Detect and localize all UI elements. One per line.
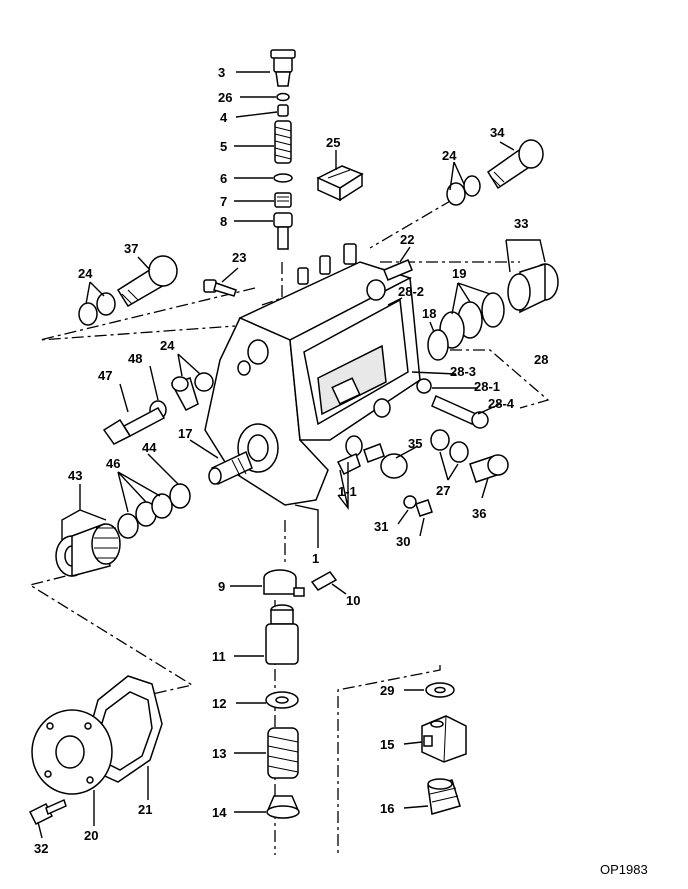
part-48-fitting (149, 372, 214, 420)
callout-10: 10 (346, 593, 360, 608)
part-36-bolt (469, 454, 509, 483)
callout-15: 15 (380, 737, 394, 752)
drawing-code: OP1983 (600, 862, 648, 877)
callout-24: 24 (78, 266, 93, 281)
callout-8: 8 (220, 214, 227, 229)
callout-30: 30 (396, 534, 410, 549)
callout-11: 11 (212, 649, 226, 664)
plunger-stack (263, 569, 338, 819)
callout-5: 5 (220, 139, 227, 154)
callout-43: 43 (68, 468, 82, 483)
part-28-4-bolt (431, 394, 489, 429)
callout-47: 47 (98, 368, 112, 383)
callout-27: 27 (436, 483, 450, 498)
callout-19: 19 (452, 266, 466, 281)
callout-36: 36 (472, 506, 486, 521)
part-43-gear (55, 522, 121, 577)
part-37-banjo (78, 255, 178, 326)
pump-housing (204, 243, 421, 506)
callout-4: 4 (220, 110, 228, 125)
part-19-washers (427, 292, 505, 361)
part-16-cup (427, 778, 461, 815)
callout-34: 34 (490, 125, 505, 140)
part-46-shims (117, 483, 191, 539)
callout-16: 16 (380, 801, 394, 816)
callout-22: 22 (400, 232, 414, 247)
part-15-block (421, 715, 467, 763)
callout-13: 13 (212, 746, 226, 761)
callout-25: 25 (326, 135, 340, 150)
leader-lines (37, 71, 546, 839)
part-23-screw (203, 279, 237, 297)
callout-44: 44 (142, 440, 157, 455)
callout-28-3: 28-3 (450, 364, 476, 379)
callout-26: 26 (218, 90, 232, 105)
part-47-bolt (102, 407, 166, 445)
callout-3: 3 (218, 65, 225, 80)
callout-28-4: 28-4 (488, 396, 515, 411)
callout-31: 31 (374, 519, 388, 534)
callout-labels: 3 26 4 5 6 7 8 25 24 34 33 37 24 23 22 2… (34, 65, 548, 856)
callout-28-2: 28-2 (398, 284, 424, 299)
callout-21: 21 (138, 802, 152, 817)
callout-48: 48 (128, 351, 142, 366)
part-32-bolt (28, 798, 67, 826)
callout-12: 12 (212, 696, 226, 711)
callout-6: 6 (220, 171, 227, 186)
callout-20: 20 (84, 828, 98, 843)
delivery-valve-stack (270, 49, 296, 250)
callout-33: 33 (514, 216, 528, 231)
callout-28: 28 (534, 352, 548, 367)
callout-28-1: 28-1 (474, 379, 500, 394)
callout-18: 18 (422, 306, 436, 321)
callout-17: 17 (178, 426, 192, 441)
part-29-washer (425, 682, 455, 698)
callout-29: 29 (380, 683, 394, 698)
callout-9: 9 (218, 579, 225, 594)
part-25-clamp (316, 165, 364, 202)
part-28-1-washer (416, 378, 432, 394)
part-20-flange (31, 709, 113, 795)
part-35-plug (380, 453, 408, 479)
callout-7: 7 (220, 194, 227, 209)
callout-24: 24 (160, 338, 175, 353)
callout-1: 1 (312, 551, 319, 566)
part-27-washers (430, 429, 469, 463)
part-30-nut (415, 499, 433, 517)
part-33-collar (507, 262, 559, 314)
part-34-banjo (446, 139, 544, 206)
callout-24: 24 (442, 148, 457, 163)
part-31-washer (403, 495, 417, 509)
callout-23: 23 (232, 250, 246, 265)
callout-1-1: 1-1 (338, 484, 357, 499)
callout-35: 35 (408, 436, 422, 451)
callout-37: 37 (124, 241, 138, 256)
callout-32: 32 (34, 841, 48, 856)
callout-14: 14 (212, 805, 227, 820)
callout-46: 46 (106, 456, 120, 471)
